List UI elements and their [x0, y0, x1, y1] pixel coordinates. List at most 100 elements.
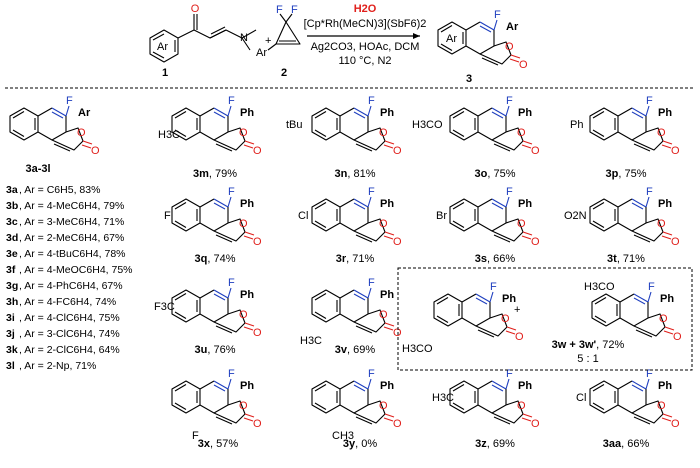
- product-3: Ar F Ar O O 3: [437, 9, 528, 85]
- ring-o: O: [77, 127, 86, 139]
- f-right: F: [291, 4, 298, 16]
- ph-label: Ph: [380, 198, 394, 210]
- core-structure-3a-3l: F Ar O O: [9, 95, 100, 157]
- substituent-label: H3C: [432, 392, 454, 404]
- ring-o: O: [379, 400, 388, 412]
- ring-o: O: [657, 400, 666, 412]
- f-label: F: [648, 281, 655, 293]
- ring-o: O: [379, 309, 388, 321]
- list-item: 3g, Ar = 4-PhC6H4, 67%: [6, 280, 123, 292]
- ring-o: O: [379, 127, 388, 139]
- f-label: F: [228, 186, 235, 198]
- list-item: 3l, Ar = 2-Np, 71%: [6, 360, 96, 372]
- product-label: 3o, 75%: [475, 168, 516, 180]
- list-item: 3j, Ar = 3-ClC6H4, 74%: [6, 328, 120, 340]
- reaction-arrow: H2O [Cp*Rh(MeCN)3](SbF6)2 Ag2CO3, HOAc, …: [304, 3, 427, 67]
- carbonyl-o: O: [671, 236, 680, 248]
- svg-text:, Ar = 2-ClC6H4, 64%: , Ar = 2-ClC6H4, 64%: [19, 344, 120, 356]
- substituent-label: CH3: [332, 430, 354, 442]
- product-label: 3q, 74%: [195, 253, 236, 265]
- substituent-label: H3C: [300, 335, 322, 347]
- list-item: 3c, Ar = 3-MeC6H4, 71%: [6, 216, 124, 228]
- f-label: F: [646, 186, 653, 198]
- product-label: 3p, 75%: [606, 168, 647, 180]
- list-item: 3i , Ar = 4-ClC6H4, 75%: [6, 312, 120, 324]
- ring-o: O: [501, 313, 510, 325]
- isomer-ratio: 5 : 1: [577, 353, 598, 365]
- list-item: 3e, Ar = 4-tBuC6H4, 78%: [6, 248, 126, 260]
- ph-label: Ph: [660, 293, 674, 305]
- substituent-label: F: [164, 210, 171, 222]
- substituent-label: O2N: [564, 210, 587, 222]
- f-label: F: [506, 368, 513, 380]
- reactant-2: F F Ar 2: [256, 4, 301, 79]
- f-label: F: [368, 277, 375, 289]
- svg-text:3j: 3j: [6, 328, 15, 340]
- f-label: F: [228, 95, 235, 107]
- water-reagent: H2O: [354, 3, 377, 15]
- list-item: 3a, Ar = C6H5, 83%: [6, 184, 100, 196]
- f-label: F: [490, 281, 497, 293]
- list-item: 3h, Ar = 4-FC6H4, 74%: [6, 296, 116, 308]
- product-label: 3z, 69%: [475, 438, 515, 450]
- carbonyl-o: O: [515, 331, 524, 343]
- carbonyl-o: O: [253, 236, 262, 248]
- ring-o: O: [657, 218, 666, 230]
- ar-sub: Ar: [506, 21, 519, 33]
- additives: Ag2CO3, HOAc, DCM: [311, 41, 420, 53]
- ph-label: Ph: [518, 380, 532, 392]
- svg-text:, Ar = C6H5, 83%: , Ar = C6H5, 83%: [19, 184, 100, 196]
- product-label: 3v, 69%: [335, 344, 376, 356]
- label-3: 3: [466, 73, 472, 85]
- product-label: 3m, 79%: [193, 168, 237, 180]
- carbonyl-o: O: [191, 3, 200, 15]
- ph-label: Ph: [240, 107, 254, 119]
- ring-o: O: [239, 400, 248, 412]
- catalyst: [Cp*Rh(MeCN)3](SbF6)2: [304, 18, 427, 30]
- ring-o: O: [239, 218, 248, 230]
- ar-list: 3a, Ar = C6H5, 83% 3b, Ar = 4-MeC6H4, 79…: [6, 184, 133, 372]
- svg-text:, Ar = 2-MeC6H4, 67%: , Ar = 2-MeC6H4, 67%: [19, 232, 124, 244]
- svg-text:, Ar = 4-tBuC6H4, 78%: , Ar = 4-tBuC6H4, 78%: [19, 248, 126, 260]
- f-label: F: [646, 368, 653, 380]
- ring-o: O: [239, 309, 248, 321]
- f-label: F: [228, 368, 235, 380]
- product-label: 3x, 57%: [198, 438, 239, 450]
- ring-o: O: [379, 218, 388, 230]
- product-label: 3aa, 66%: [603, 438, 650, 450]
- product-label: 3t, 71%: [607, 253, 645, 265]
- list-item: 3k, Ar = 2-ClC6H4, 64%: [6, 344, 120, 356]
- carbonyl-o: O: [671, 418, 680, 430]
- ph-label: Ph: [502, 293, 516, 305]
- svg-text:, Ar = 4-MeC6H4, 79%: , Ar = 4-MeC6H4, 79%: [19, 200, 124, 212]
- substituent-label: H3CO: [402, 343, 433, 355]
- svg-text:, Ar = 2-Np, 71%: , Ar = 2-Np, 71%: [19, 360, 96, 372]
- f-label: F: [228, 277, 235, 289]
- svg-text:, Ar = 4-ClC6H4, 75%: , Ar = 4-ClC6H4, 75%: [19, 312, 120, 324]
- ar-sub: Ar: [78, 107, 91, 119]
- product-3w + 3w': F PhOO H3CO: [402, 281, 524, 355]
- list-item: 3b, Ar = 4-MeC6H4, 79%: [6, 200, 124, 212]
- core-label: 3a-3l: [25, 163, 50, 175]
- ring-o: O: [505, 41, 514, 53]
- product-label: 3r, 71%: [336, 253, 375, 265]
- f-label: F: [368, 368, 375, 380]
- list-item: 3d, Ar = 2-MeC6H4, 67%: [6, 232, 124, 244]
- substituent-label: Ph: [570, 119, 583, 131]
- svg-text:3i: 3i: [6, 312, 15, 324]
- f-left: F: [276, 4, 283, 16]
- product-label: 3s, 66%: [475, 253, 516, 265]
- label-2: 2: [281, 67, 287, 79]
- svg-text:3h: 3h: [6, 296, 18, 308]
- carbonyl-o: O: [531, 145, 540, 157]
- ring-o: O: [657, 127, 666, 139]
